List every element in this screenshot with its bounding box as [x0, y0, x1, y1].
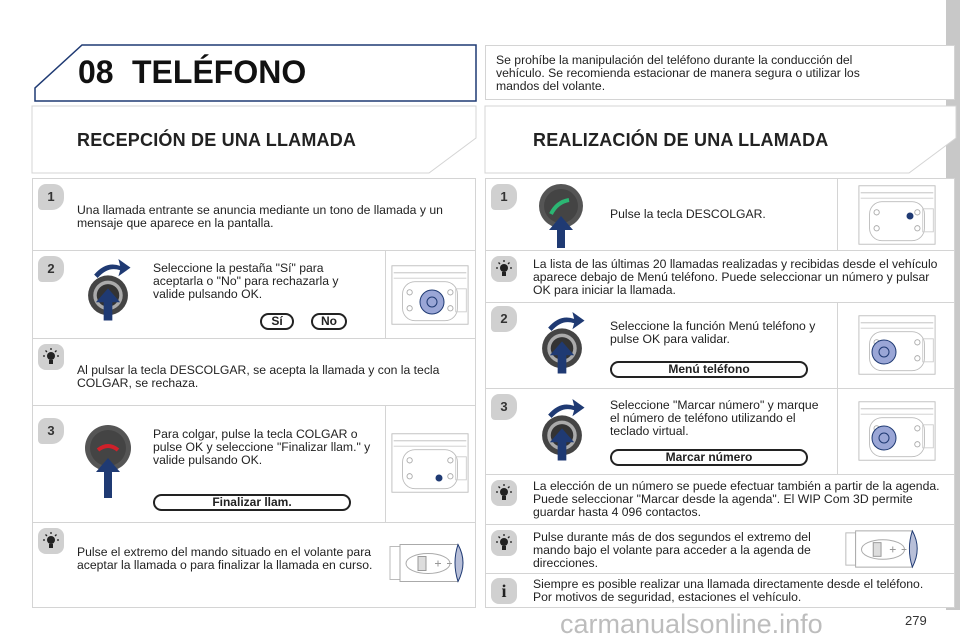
- divider: [485, 474, 955, 475]
- left-steps-box: [32, 178, 476, 608]
- tip-text: La elección de un número se puede efectu…: [533, 479, 940, 519]
- step-text: Para colgar, pulse la tecla COLGAR o pul…: [153, 427, 371, 467]
- section-title-make: REALIZACIÓN DE UNA LLAMADA: [533, 130, 829, 150]
- divider: [32, 405, 476, 406]
- step-text: Seleccione la función Menú teléfono y pu…: [610, 319, 816, 346]
- divider: [385, 250, 386, 338]
- divider: [837, 302, 838, 474]
- section-title-receive: RECEPCIÓN DE UNA LLAMADA: [77, 130, 357, 150]
- answer-key-icon: [539, 184, 583, 248]
- yes-tab[interactable]: Sí: [260, 313, 294, 330]
- right-title-frame: [484, 105, 957, 174]
- step-badge: 2: [491, 306, 517, 332]
- divider: [485, 302, 955, 303]
- step-text: Seleccione la pestaña "Sí" para aceptarl…: [153, 261, 339, 301]
- info-text: Siempre es posible realizar una llamada …: [533, 577, 924, 604]
- tip-text: Al pulsar la tecla DESCOLGAR, se acepta …: [77, 363, 440, 390]
- divider: [385, 405, 386, 522]
- divider: [32, 338, 476, 339]
- end-call-button[interactable]: Finalizar llam.: [153, 494, 351, 511]
- chapter-number: 08: [78, 54, 114, 90]
- phone-menu-button[interactable]: Menú teléfono: [610, 361, 808, 378]
- divider: [837, 178, 838, 250]
- rotary-knob-icon: [82, 252, 134, 324]
- safety-notice: [485, 45, 955, 100]
- left-title-frame: [31, 105, 477, 174]
- tip-bulb-icon: [491, 480, 517, 506]
- chapter-header-frame: [34, 44, 477, 102]
- tip-text: Pulse durante más de dos segundos el ext…: [533, 530, 811, 570]
- step-badge: 2: [38, 256, 64, 282]
- divider: [485, 388, 955, 389]
- page-title: TELÉFONO: [132, 54, 307, 90]
- divider: [485, 573, 955, 574]
- tip-bulb-icon: [38, 344, 64, 370]
- divider: [485, 524, 955, 525]
- safety-notice-text: Se prohíbe la manipulación del teléfono …: [496, 53, 860, 93]
- step-text: Pulse la tecla DESCOLGAR.: [610, 207, 766, 221]
- console-knob-icon: [842, 400, 952, 462]
- console-knob-icon: [842, 314, 952, 376]
- steering-stalk-icon: [843, 527, 923, 571]
- step-badge: 3: [491, 394, 517, 420]
- step-badge: 3: [38, 418, 64, 444]
- tip-bulb-icon: [38, 528, 64, 554]
- step-badge: 1: [38, 184, 64, 210]
- step-text: Seleccione "Marcar número" y marque el n…: [610, 398, 819, 438]
- tip-bulb-icon: [491, 530, 517, 556]
- no-tab[interactable]: No: [311, 313, 347, 330]
- console-hangup-icon: [390, 432, 470, 494]
- page-number: 279: [905, 613, 927, 628]
- rotary-knob-icon: [536, 392, 588, 464]
- divider: [32, 522, 476, 523]
- tip-text: Pulse el extremo del mando situado en el…: [77, 545, 373, 572]
- dial-number-button[interactable]: Marcar número: [610, 449, 808, 466]
- tip-text: La lista de las últimas 20 llamadas real…: [533, 257, 938, 297]
- console-answer-icon: [842, 184, 952, 246]
- divider: [485, 250, 955, 251]
- step-text: Una llamada entrante se anuncia mediante…: [77, 203, 443, 230]
- info-icon: i: [491, 578, 517, 604]
- rotary-knob-icon: [536, 305, 588, 377]
- steering-stalk-icon: [388, 540, 468, 586]
- console-knob-icon: [390, 264, 470, 326]
- watermark: carmanualsonline.info: [560, 609, 823, 639]
- hangup-key-icon: [85, 425, 131, 498]
- divider: [32, 250, 476, 251]
- step-badge: 1: [491, 184, 517, 210]
- tip-bulb-icon: [491, 256, 517, 282]
